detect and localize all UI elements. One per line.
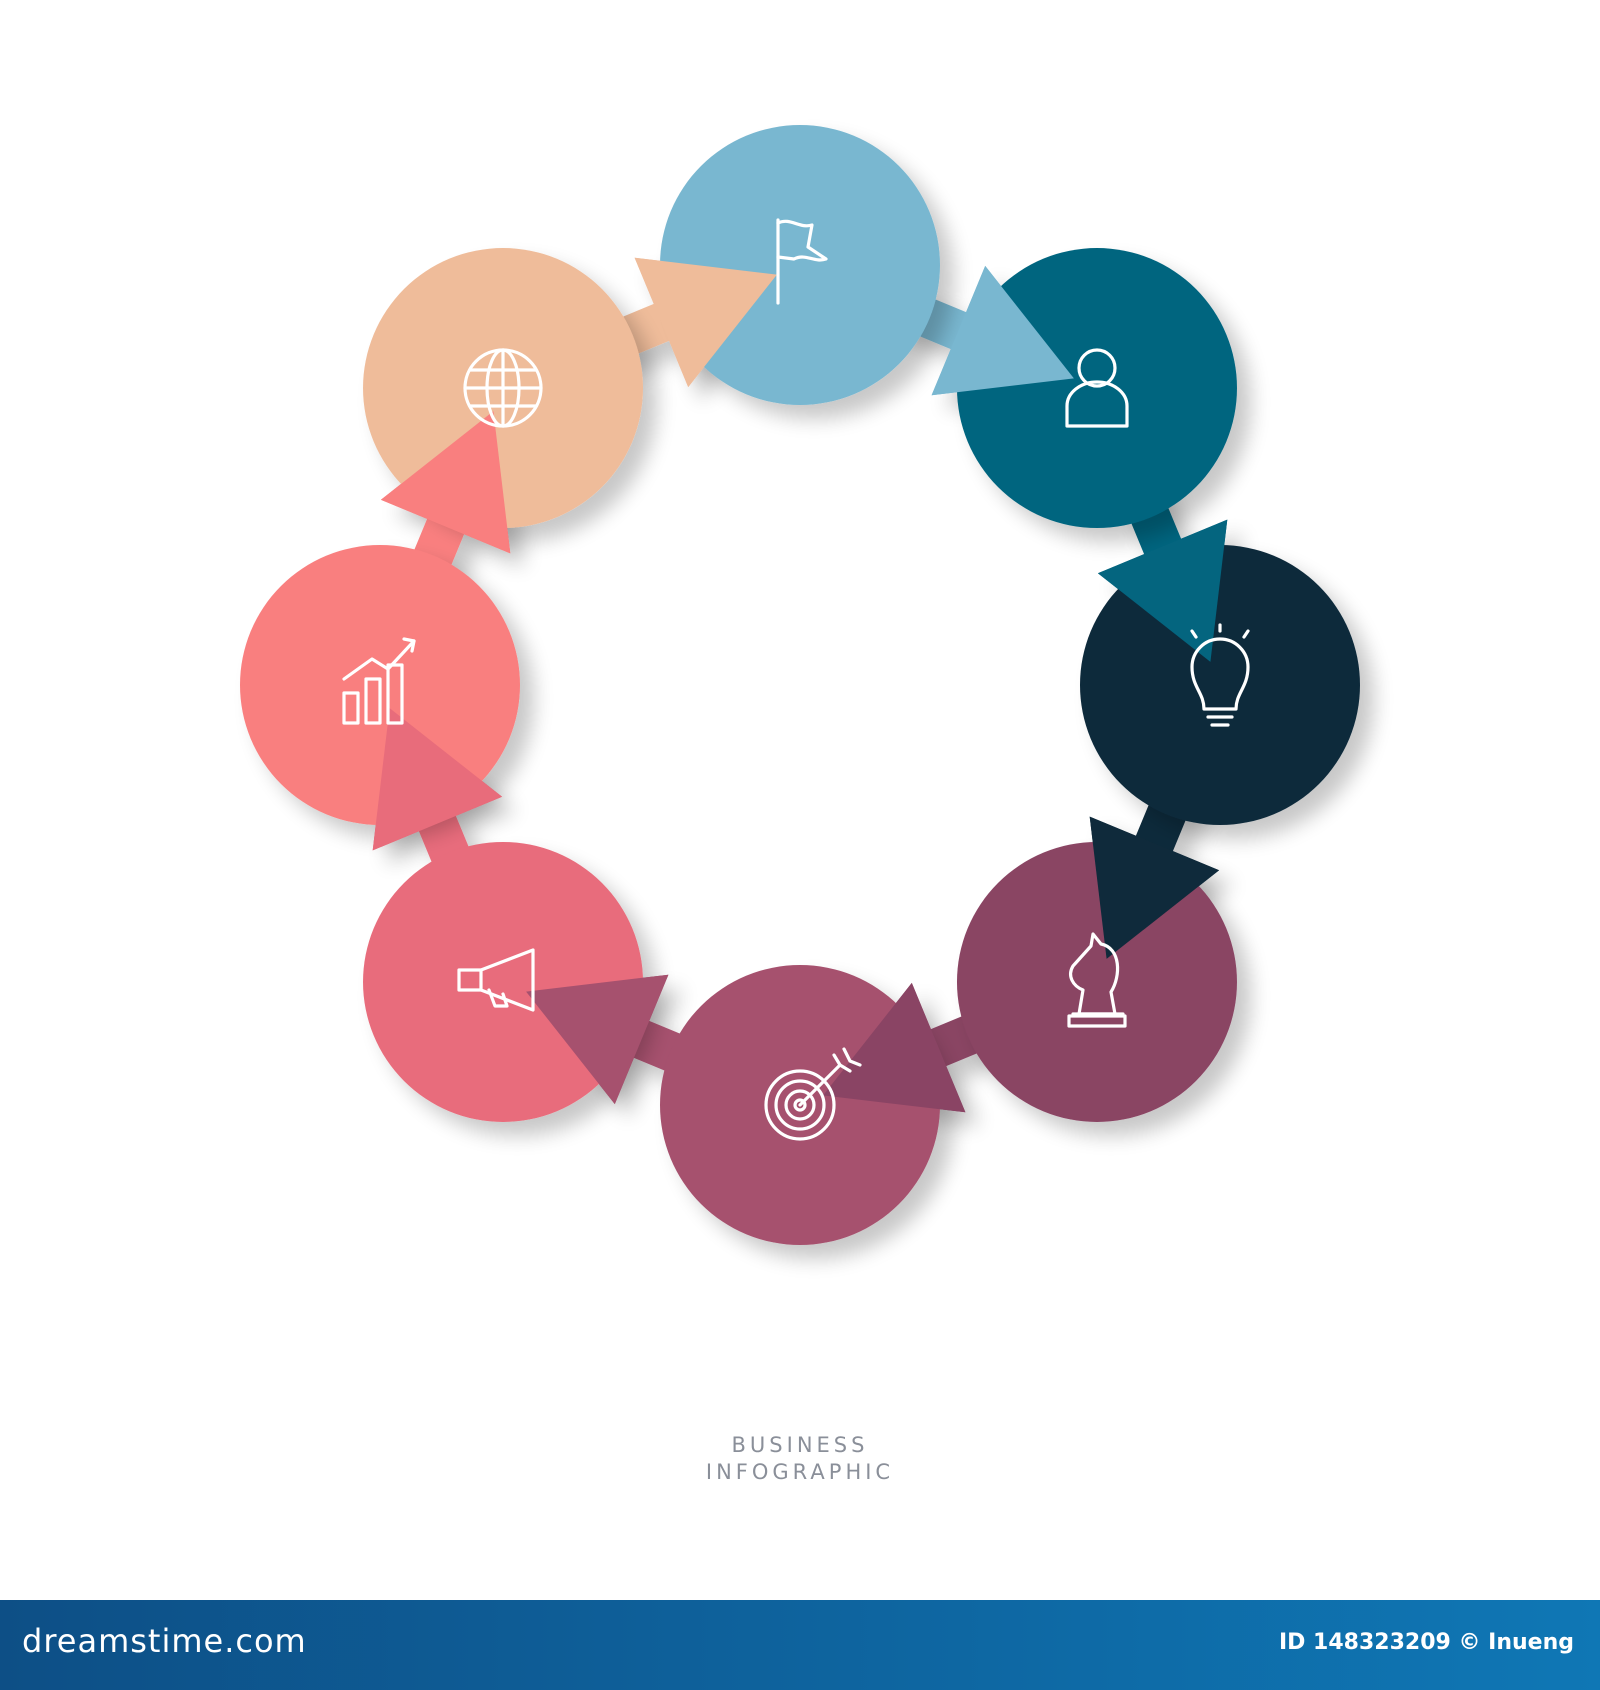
arrow-head — [526, 974, 669, 1105]
user-icon — [1065, 348, 1129, 428]
growth-chart-icon — [342, 637, 416, 725]
step-circle — [1080, 545, 1360, 825]
arrow-head — [1097, 519, 1228, 662]
caption-line-1: BUSINESS — [731, 1433, 869, 1457]
arrow-head — [634, 257, 777, 388]
arrow-head — [1089, 816, 1220, 959]
arrow-head — [931, 265, 1074, 396]
cycle-diagram — [240, 125, 1360, 1245]
footer-credit: ID 148323209 © Inueng — [1278, 1630, 1574, 1655]
arrow-head — [372, 708, 503, 851]
footer-bar: dreamstime.com ID 148323209 © Inueng — [0, 1600, 1600, 1690]
step-circle — [363, 841, 644, 1122]
step-circle — [956, 248, 1237, 529]
step-circle — [660, 125, 940, 405]
footer-brand: dreamstime.com — [22, 1622, 307, 1660]
flag-icon — [776, 218, 828, 305]
arrow-head — [380, 411, 511, 554]
globe-icon — [463, 348, 543, 428]
megaphone-icon — [457, 948, 535, 1012]
chess-knight-icon — [1067, 932, 1127, 1028]
lightbulb-icon — [1190, 623, 1250, 727]
target-icon — [764, 1047, 862, 1141]
caption-line-2: INFOGRAPHIC — [705, 1460, 895, 1484]
step-circle — [956, 841, 1237, 1122]
arrow-head — [823, 982, 966, 1113]
